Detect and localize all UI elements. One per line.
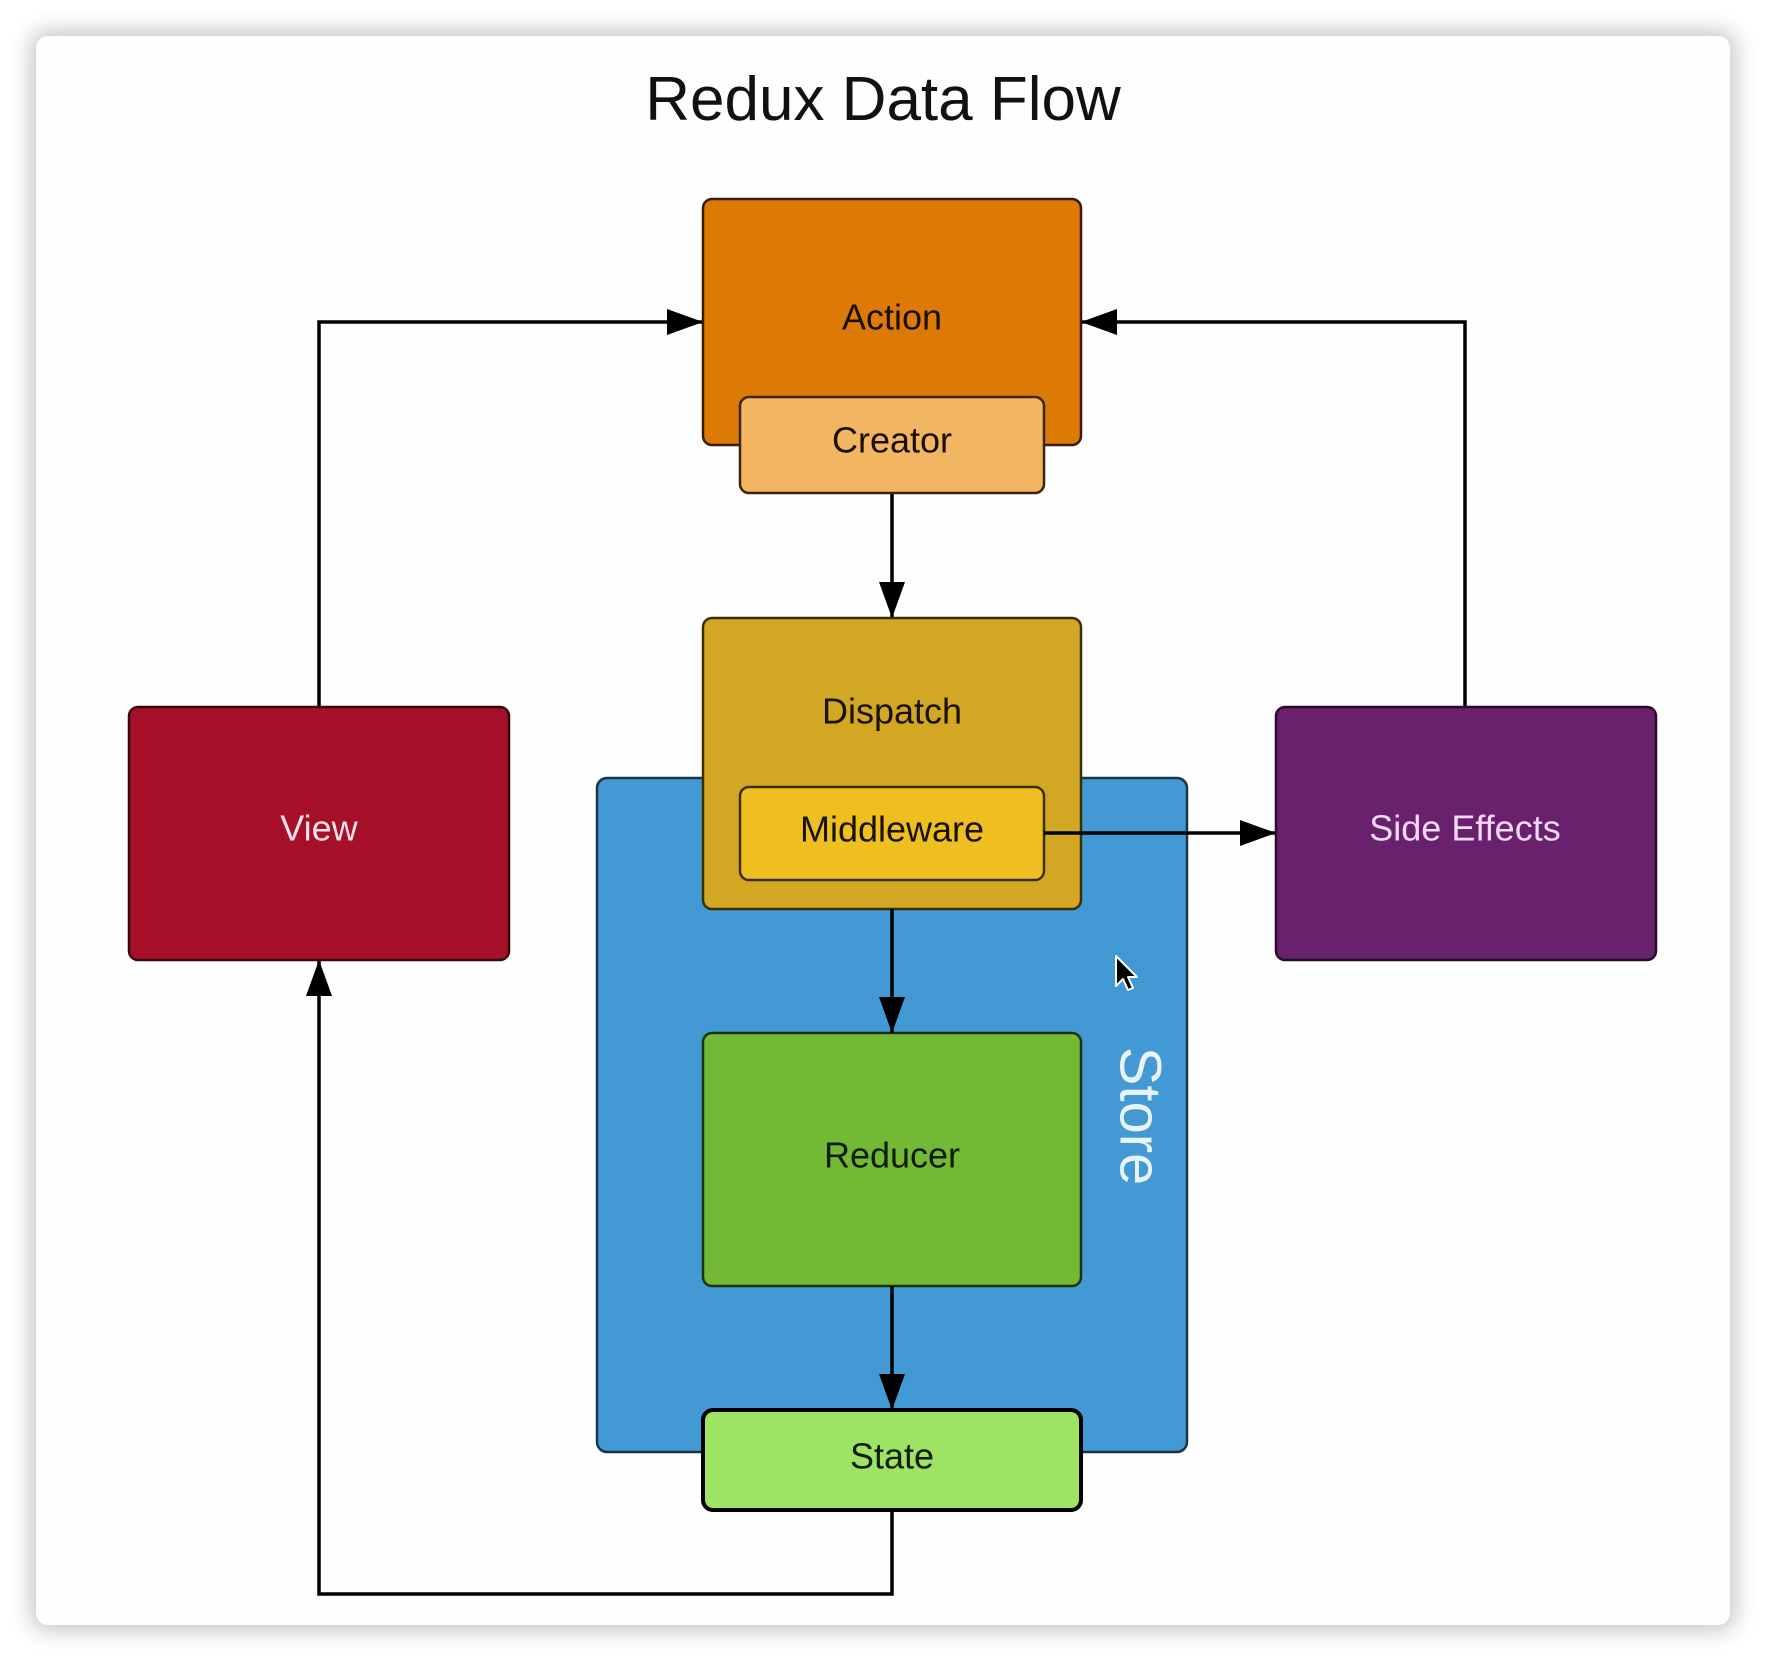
edge-side-effects-to-action xyxy=(1081,309,1467,707)
diagram-title: Redux Data Flow xyxy=(645,65,1121,134)
edge-view-to-action xyxy=(317,309,703,707)
node-view[interactable]: View xyxy=(127,705,511,962)
node-side-effects[interactable]: Side Effects xyxy=(1274,705,1658,962)
reducer-label: Reducer xyxy=(824,1135,960,1176)
node-action[interactable]: Action xyxy=(701,197,1083,447)
node-middleware[interactable]: Middleware xyxy=(738,785,1046,882)
creator-box xyxy=(738,395,1046,495)
node-state[interactable]: State xyxy=(701,1408,1083,1512)
edges-top xyxy=(879,820,1276,1410)
node-creator[interactable]: Creator xyxy=(738,395,1046,495)
mouse-cursor-icon xyxy=(1115,955,1138,991)
side-effects-label: Side Effects xyxy=(1369,808,1560,849)
view-box xyxy=(127,705,511,962)
state-label: State xyxy=(850,1436,934,1477)
middleware-label: Middleware xyxy=(800,809,984,850)
node-reducer[interactable]: Reducer xyxy=(701,1031,1083,1288)
edge-state-to-view xyxy=(306,960,894,1596)
view-label: View xyxy=(280,808,358,849)
creator-label: Creator xyxy=(832,420,952,461)
store-label: Store xyxy=(1108,1047,1173,1186)
edges xyxy=(306,309,1467,1596)
dispatch-label: Dispatch xyxy=(822,691,962,732)
action-label: Action xyxy=(842,297,942,338)
